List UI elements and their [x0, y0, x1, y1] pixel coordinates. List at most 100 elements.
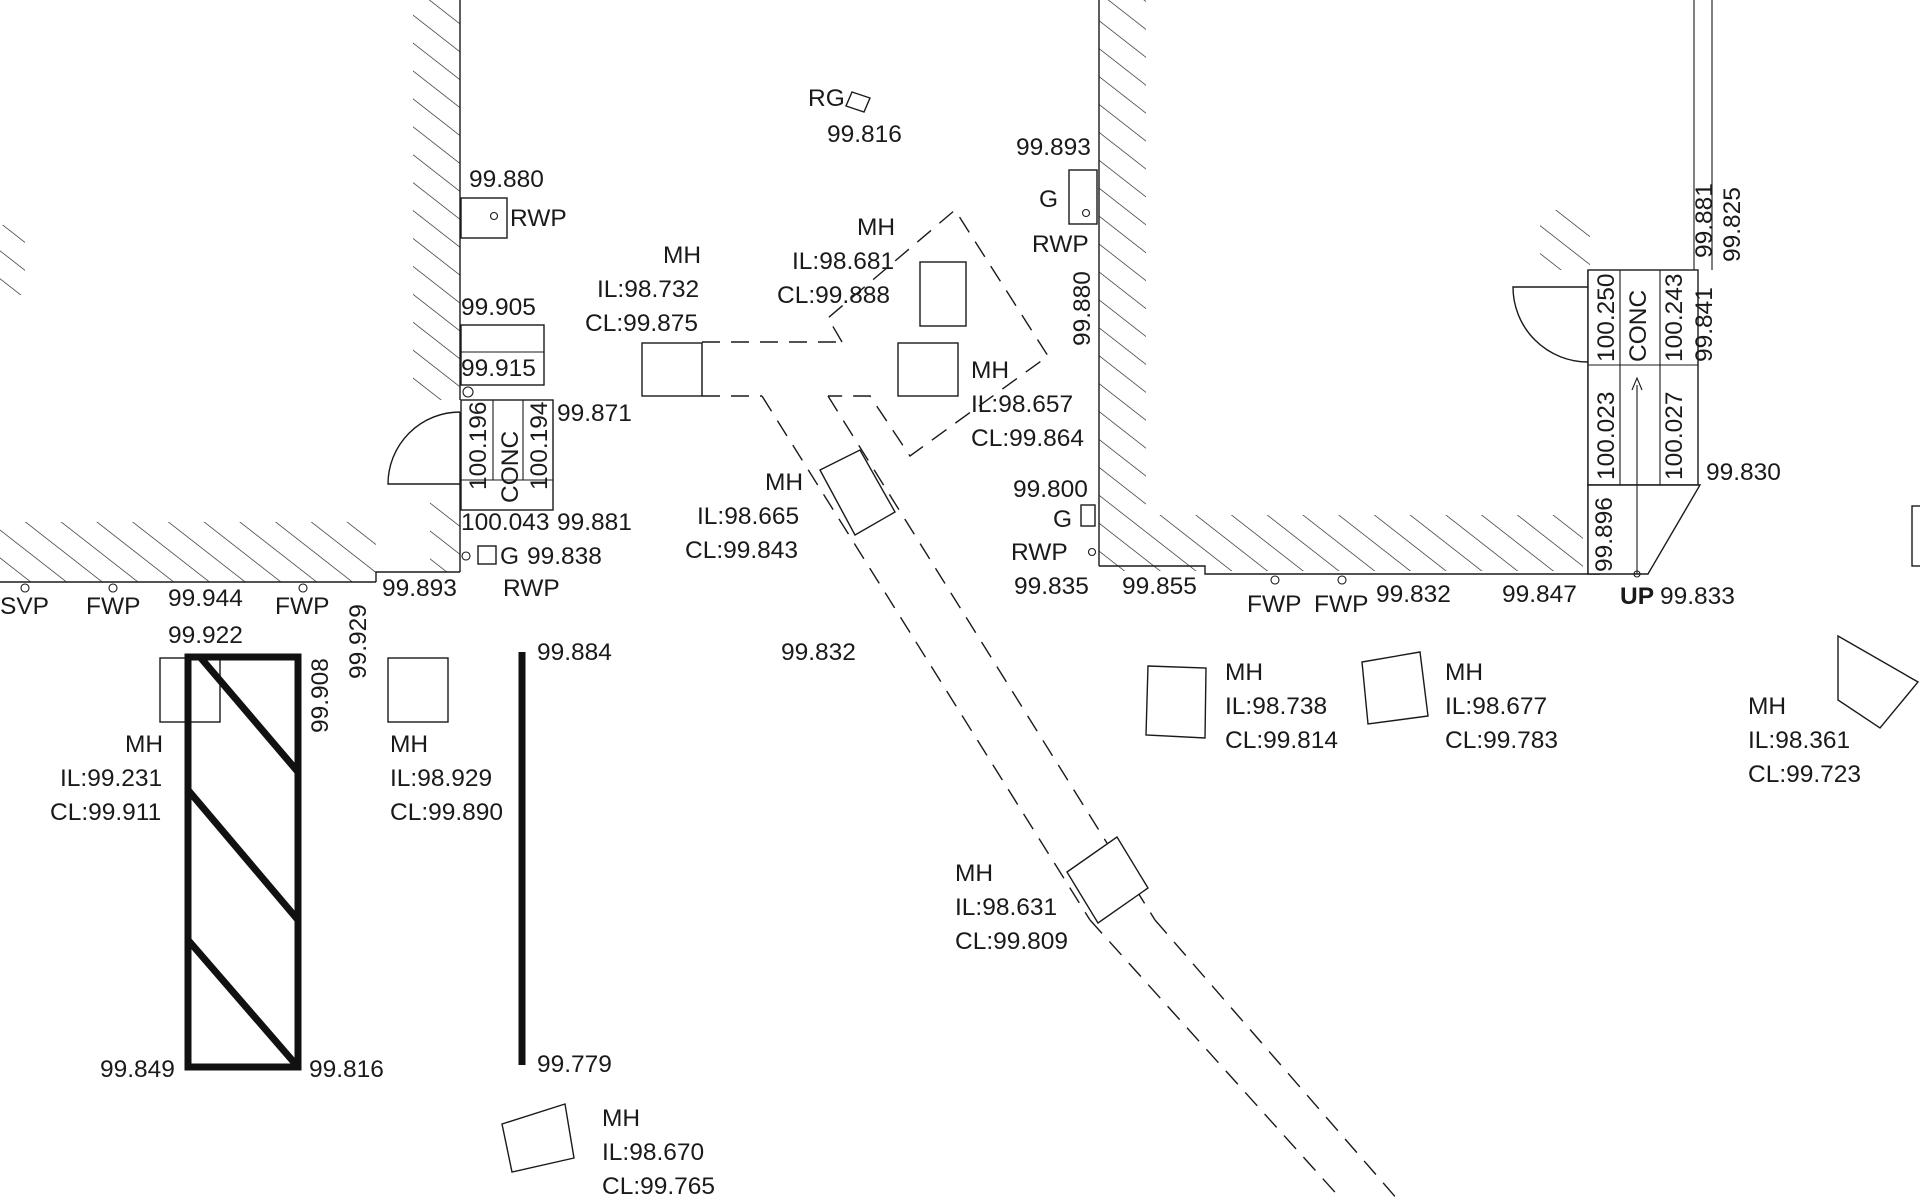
manhole-cover — [387, 657, 449, 723]
rwp-box-upper — [460, 197, 508, 239]
mh-label: MH — [390, 731, 428, 758]
gully-box-left — [477, 545, 497, 565]
spot-level: 99.929 — [345, 604, 372, 679]
manhole-cover — [1145, 665, 1207, 739]
spot-level: 99.908 — [307, 658, 334, 733]
mh-label: MH — [955, 860, 993, 887]
spot-level: 100.027 — [1661, 391, 1688, 480]
mh-invert-level: IL:98.929 — [390, 765, 492, 792]
spot-level: 100.023 — [1593, 391, 1620, 480]
conc-label: CONC — [1625, 290, 1652, 362]
spot-level: 99.871 — [557, 400, 632, 427]
mh-cover-level: CL:99.814 — [1225, 727, 1338, 754]
mh-cover-level: CL:99.765 — [602, 1173, 715, 1200]
mh-invert-level: IL:98.361 — [1748, 727, 1850, 754]
mh-label: MH — [1445, 659, 1483, 686]
spot-level: 100.250 — [1593, 273, 1620, 362]
spot-level: 99.830 — [1706, 459, 1781, 486]
spot-level: 99.849 — [100, 1056, 175, 1083]
gully-label: G — [1053, 506, 1072, 533]
right-door-swing — [1512, 286, 1589, 363]
rwp-box-right — [1068, 169, 1098, 225]
left-building-hatch-east — [0, 225, 25, 295]
spot-level: 100.243 — [1661, 273, 1688, 362]
gully-box-right — [1080, 504, 1096, 527]
mh-cover-level: CL:99.723 — [1748, 761, 1861, 788]
mh-invert-level: IL:98.670 — [602, 1139, 704, 1166]
mh-invert-level: IL:98.631 — [955, 894, 1057, 921]
rwp-label: RWP — [1032, 231, 1089, 258]
spot-level: 99.833 — [1660, 583, 1735, 610]
rg-label: RG — [808, 85, 845, 112]
mh-invert-level: IL:98.732 — [597, 276, 699, 303]
spot-level: 99.832 — [1376, 581, 1451, 608]
spot-level: 99.905 — [461, 294, 536, 321]
svp-label: SVP — [0, 593, 49, 620]
mh-label: MH — [971, 357, 1009, 384]
spot-level: 99.922 — [168, 622, 243, 649]
mh-cover-level: CL:99.888 — [777, 282, 890, 309]
mh-invert-level: IL:98.657 — [971, 391, 1073, 418]
manhole-cover — [1911, 505, 1920, 567]
spot-level: 99.779 — [537, 1051, 612, 1078]
spot-level: 99.915 — [461, 355, 536, 382]
up-label: UP — [1620, 583, 1654, 610]
spot-level: 99.893 — [1016, 134, 1091, 161]
right-entrance — [1068, 0, 1713, 578]
central-building-hatch-sw — [430, 500, 460, 572]
spot-level: 99.893 — [382, 575, 457, 602]
spot-level: 99.816 — [309, 1056, 384, 1083]
spot-level: 99.832 — [781, 639, 856, 666]
manhole-cover — [819, 449, 896, 536]
spot-level: 99.800 — [1013, 476, 1088, 503]
fwp-label: FWP — [86, 593, 140, 620]
left-building-hatch-south — [0, 522, 376, 582]
mh-invert-level: IL:99.231 — [60, 765, 162, 792]
labels: MH IL:98.732 CL:99.875 MH IL:98.681 CL:9… — [0, 85, 1861, 1200]
gully-label: G — [500, 543, 519, 570]
spot-level: 99.884 — [537, 639, 612, 666]
right-building-hatch-south — [1099, 515, 1583, 571]
mh-invert-level: IL:98.665 — [697, 503, 799, 530]
manhole-covers — [159, 261, 1920, 1173]
mh-label: MH — [857, 214, 895, 241]
fwp-label: FWP — [275, 593, 329, 620]
mh-label: MH — [663, 242, 701, 269]
conc-label: CONC — [497, 431, 524, 503]
spot-level: 99.838 — [527, 543, 602, 570]
mh-cover-level: CL:99.864 — [971, 425, 1084, 452]
spot-level: 100.194 — [526, 401, 553, 490]
manhole-cover — [919, 261, 967, 327]
fwp-label: FWP — [1247, 591, 1301, 618]
fwp-label: FWP — [1314, 591, 1368, 618]
mh-label: MH — [602, 1105, 640, 1132]
spot-level: 99.855 — [1122, 573, 1197, 600]
manhole-cover — [501, 1103, 575, 1173]
spot-level: 99.881 — [1691, 183, 1718, 258]
central-building-hatch-west — [413, 0, 460, 400]
mh-cover-level: CL:99.911 — [50, 799, 161, 826]
spot-level: 99.880 — [469, 166, 544, 193]
left-entrance — [387, 197, 554, 565]
right-building-hatch-west — [1099, 0, 1146, 515]
mh-cover-level: CL:99.843 — [685, 537, 798, 564]
mh-invert-level: IL:98.738 — [1225, 693, 1327, 720]
spot-level: 100.196 — [465, 401, 492, 490]
mh-cover-level: CL:99.809 — [955, 928, 1068, 955]
manhole-cover — [1361, 651, 1429, 725]
rg-marker — [845, 91, 871, 113]
mh-cover-level: CL:99.875 — [585, 310, 698, 337]
rwp-label: RWP — [510, 205, 567, 232]
spot-level: 99.896 — [1591, 497, 1618, 572]
mh-label: MH — [1748, 693, 1786, 720]
spot-level: 99.880 — [1069, 271, 1096, 346]
spot-level: 99.847 — [1502, 581, 1577, 608]
spot-level: 99.816 — [827, 121, 902, 148]
mh-invert-level: IL:98.677 — [1445, 693, 1547, 720]
mh-invert-level: IL:98.681 — [792, 248, 894, 275]
left-door-swing — [387, 411, 461, 485]
mh-label: MH — [125, 731, 163, 758]
right-building-hatch-north — [1540, 210, 1590, 270]
mh-cover-level: CL:99.783 — [1445, 727, 1558, 754]
